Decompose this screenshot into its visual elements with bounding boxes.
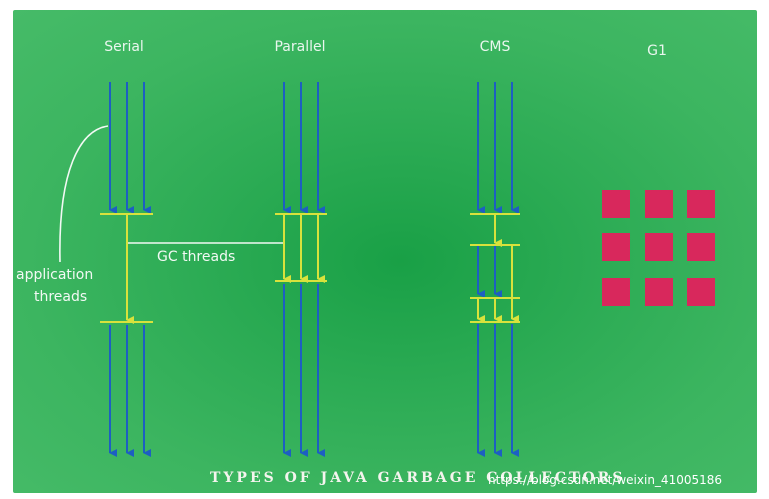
g1-region [602, 233, 630, 261]
serial-collector [100, 82, 153, 457]
g1-region [687, 233, 715, 261]
diagram-panel [13, 10, 757, 493]
application-threads-connector [59, 125, 109, 263]
g1-region [687, 278, 715, 306]
g1-region [645, 190, 673, 218]
watermark-url: https://blog.csdn.net/weixin_41005186 [488, 473, 722, 487]
column-title-g1: G1 [647, 43, 667, 59]
parallel-collector [275, 82, 327, 457]
g1-region [645, 278, 673, 306]
column-title-parallel: Parallel [274, 39, 325, 55]
g1-region [602, 278, 630, 306]
g1-region [602, 190, 630, 218]
application-threads-label-line2: threads [34, 289, 87, 305]
g1-regions [602, 190, 715, 306]
g1-region [645, 233, 673, 261]
cms-collector [470, 82, 520, 457]
application-threads-label-line1: application [16, 267, 93, 283]
column-title-cms: CMS [480, 39, 511, 55]
g1-region [687, 190, 715, 218]
diagram-footer-title: TYPES OF JAVA GARBAGE COLLECTORS [210, 470, 625, 486]
gc-threads-label: GC threads [157, 249, 235, 265]
column-title-serial: Serial [104, 39, 144, 55]
